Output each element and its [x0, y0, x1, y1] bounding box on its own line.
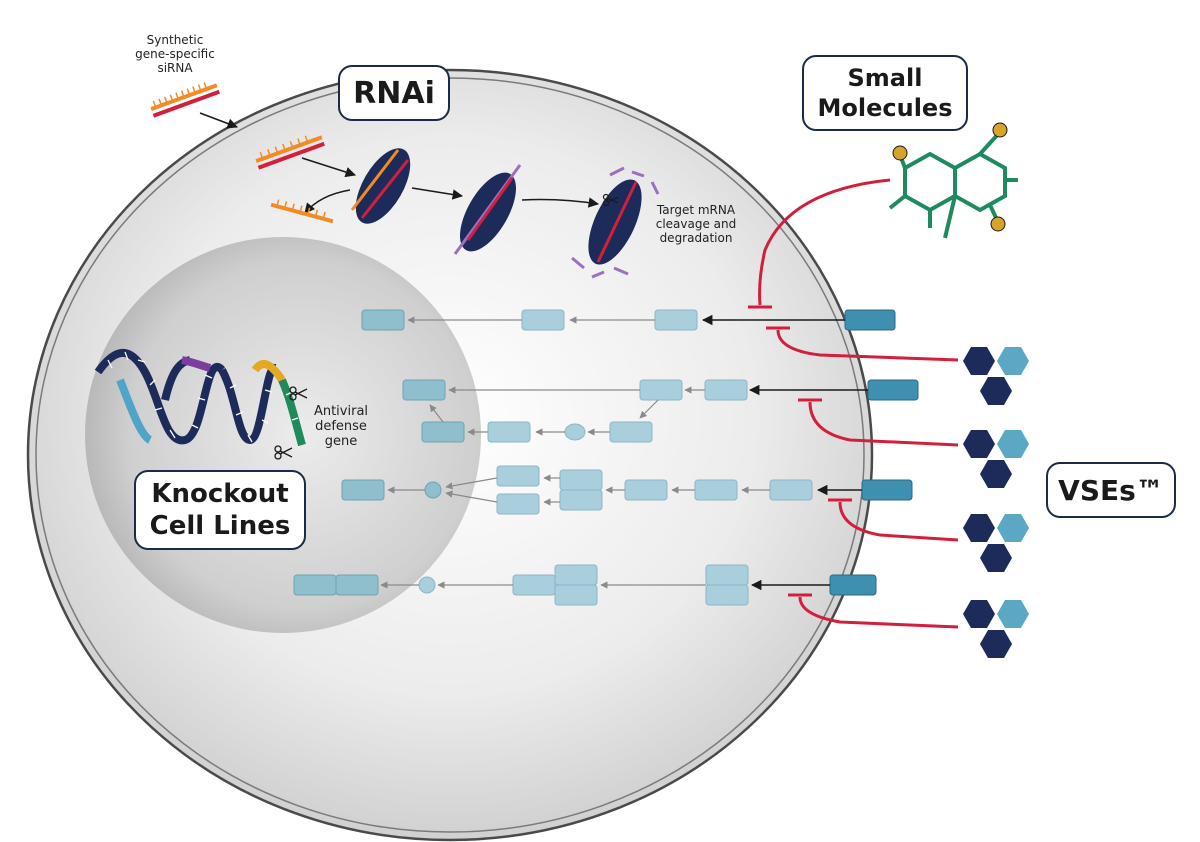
antiviral-label-line: Antiviral	[313, 404, 369, 419]
target-label-line: Target mRNA	[656, 203, 736, 217]
knockout-line: Cell Lines	[149, 511, 291, 541]
vse-inhibition-lines	[766, 326, 959, 629]
vses-label: VSEs™	[1046, 462, 1176, 518]
sirna-free	[150, 82, 238, 129]
small-molecule-inhibition	[748, 178, 891, 309]
rnai-label: RNAi	[338, 65, 450, 121]
antiviral-gene-label: Antiviral defense gene	[305, 404, 377, 449]
sirna-inside	[255, 135, 356, 178]
molecule-nodes	[892, 122, 1008, 232]
scissors-icon	[274, 445, 293, 460]
knockout-label: Knockout Cell Lines	[134, 470, 306, 550]
risc-complex-3	[571, 166, 660, 279]
pathway-row-4	[293, 564, 877, 606]
sirna-passenger-strand	[270, 199, 334, 224]
sirna-label-line: siRNA	[157, 61, 193, 75]
knockout-line: Knockout	[151, 479, 289, 509]
sirna-label: Synthetic gene-specific siRNA	[120, 33, 230, 75]
target-label-line: degradation	[659, 231, 733, 245]
pathway-row-3	[341, 465, 913, 515]
sirna-label-line: Synthetic	[146, 33, 204, 47]
antiviral-label-line: defense	[315, 419, 367, 434]
scissors-icon	[602, 193, 619, 207]
small-molecule-icon	[888, 130, 1018, 239]
vses-text: VSEs™	[1058, 473, 1164, 507]
antiviral-gene-dna	[94, 348, 306, 447]
risc-complex-2	[453, 164, 522, 255]
rnai-text: RNAi	[353, 75, 435, 111]
scissors-icon	[289, 386, 308, 401]
target-mrna-label: Target mRNA cleavage and degradation	[640, 203, 752, 245]
dna-rungs	[107, 351, 299, 443]
small-molecules-line: Small	[847, 64, 923, 92]
pathway-row-1	[361, 309, 896, 331]
antiviral-label-line: gene	[324, 434, 358, 449]
target-label-line: cleavage and	[655, 217, 737, 231]
risc-complex-1	[350, 148, 411, 224]
vse-hexagon-icon	[963, 347, 1029, 658]
small-molecules-label: Small Molecules	[802, 55, 968, 131]
pathway-row-2	[402, 379, 919, 443]
small-molecules-line: Molecules	[817, 94, 953, 122]
sirna-label-line: gene-specific	[135, 47, 215, 61]
